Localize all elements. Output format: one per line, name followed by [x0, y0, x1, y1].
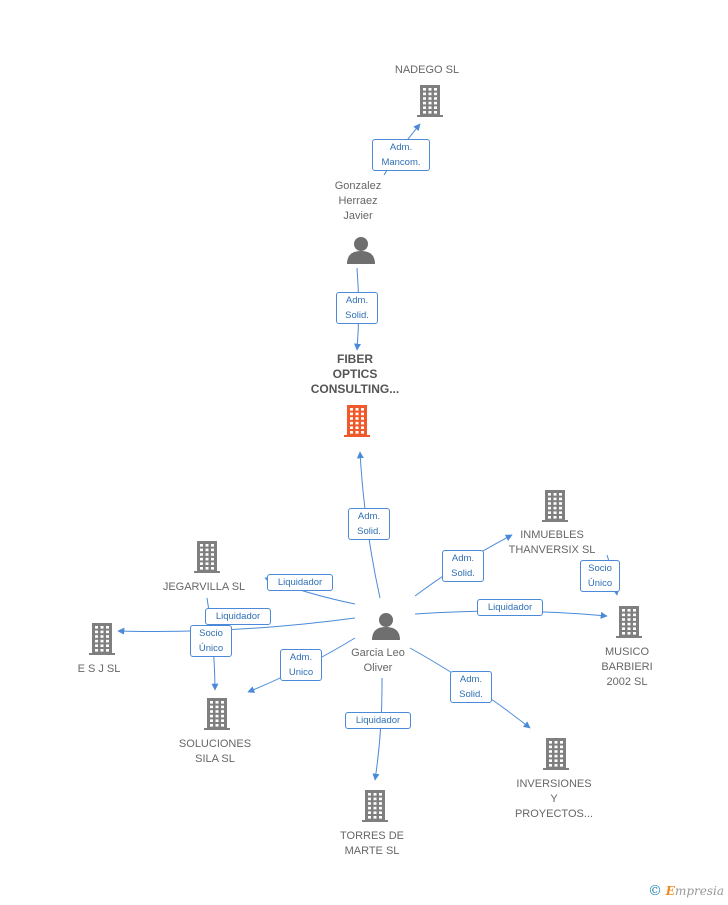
edge-garcia-torres [372, 677, 383, 781]
edge-label-gonzalez-nadego[interactable]: Adm. Mancom. [372, 139, 430, 171]
edge-label-garcia-soluciones[interactable]: Adm. Unico [280, 649, 322, 681]
person-icon[interactable] [347, 237, 375, 264]
copyright-icon: © [647, 883, 662, 899]
node-label-torres[interactable]: TORRES DE MARTE SL [340, 830, 404, 857]
edge-label-gonzalez-fiber[interactable]: Adm. Solid. [336, 292, 378, 324]
node-label-esj[interactable]: E S J SL [77, 663, 121, 675]
node-label-inmuebles[interactable]: INMUEBLES THANVERSIX SL [508, 529, 596, 556]
edge-label-garcia-torres[interactable]: Liquidador [345, 711, 411, 729]
edge-label-garcia-inversiones[interactable]: Adm. Solid. [450, 671, 492, 703]
node-label-fiber[interactable]: FIBER OPTICS CONSULTING... [310, 352, 400, 396]
node-label-garcia[interactable]: Garcia Leo Oliver [351, 647, 405, 674]
node-label-musico[interactable]: MUSICO BARBIERI 2002 SL [601, 646, 653, 688]
edge-label-garcia-musico[interactable]: Liquidador [477, 598, 543, 616]
node-label-soluciones[interactable]: SOLUCIONES SILA SL [178, 738, 252, 765]
brand-watermark: © Empresia [648, 883, 724, 899]
building-icon[interactable] [543, 738, 569, 770]
building-icon[interactable] [542, 490, 568, 522]
edge-label-garcia-esj[interactable]: Liquidador [205, 607, 271, 625]
building-icon[interactable] [344, 405, 370, 437]
brand-name: mpresia [674, 884, 724, 898]
edge-label-garcia-inmuebles[interactable]: Adm. Solid. [442, 550, 484, 582]
building-icon[interactable] [89, 623, 115, 655]
node-label-gonzalez[interactable]: Gonzalez Herraez Javier [334, 180, 382, 222]
building-icon[interactable] [204, 698, 230, 730]
node-label-nadego[interactable]: NADEGO SL [394, 64, 460, 76]
node-label-inversiones[interactable]: INVERSIONES Y PROYECTOS... [514, 778, 594, 820]
edge-label-inmuebles-musico[interactable]: Socio Único [580, 560, 620, 592]
person-icon[interactable] [372, 613, 400, 640]
brand-initial: E [665, 884, 675, 898]
edge-label-garcia-fiber[interactable]: Adm. Solid. [348, 508, 390, 540]
edge-label-garcia-jegarvilla[interactable]: Liquidador [267, 573, 333, 591]
building-icon[interactable] [616, 606, 642, 638]
building-icon[interactable] [362, 790, 388, 822]
building-icon[interactable] [417, 85, 443, 117]
edge-garcia-esj [117, 617, 356, 635]
edge-label-jegarvilla-soluciones[interactable]: Socio Único [190, 625, 232, 657]
building-icon[interactable] [194, 541, 220, 573]
node-label-jegarvilla[interactable]: JEGARVILLA SL [162, 581, 246, 593]
